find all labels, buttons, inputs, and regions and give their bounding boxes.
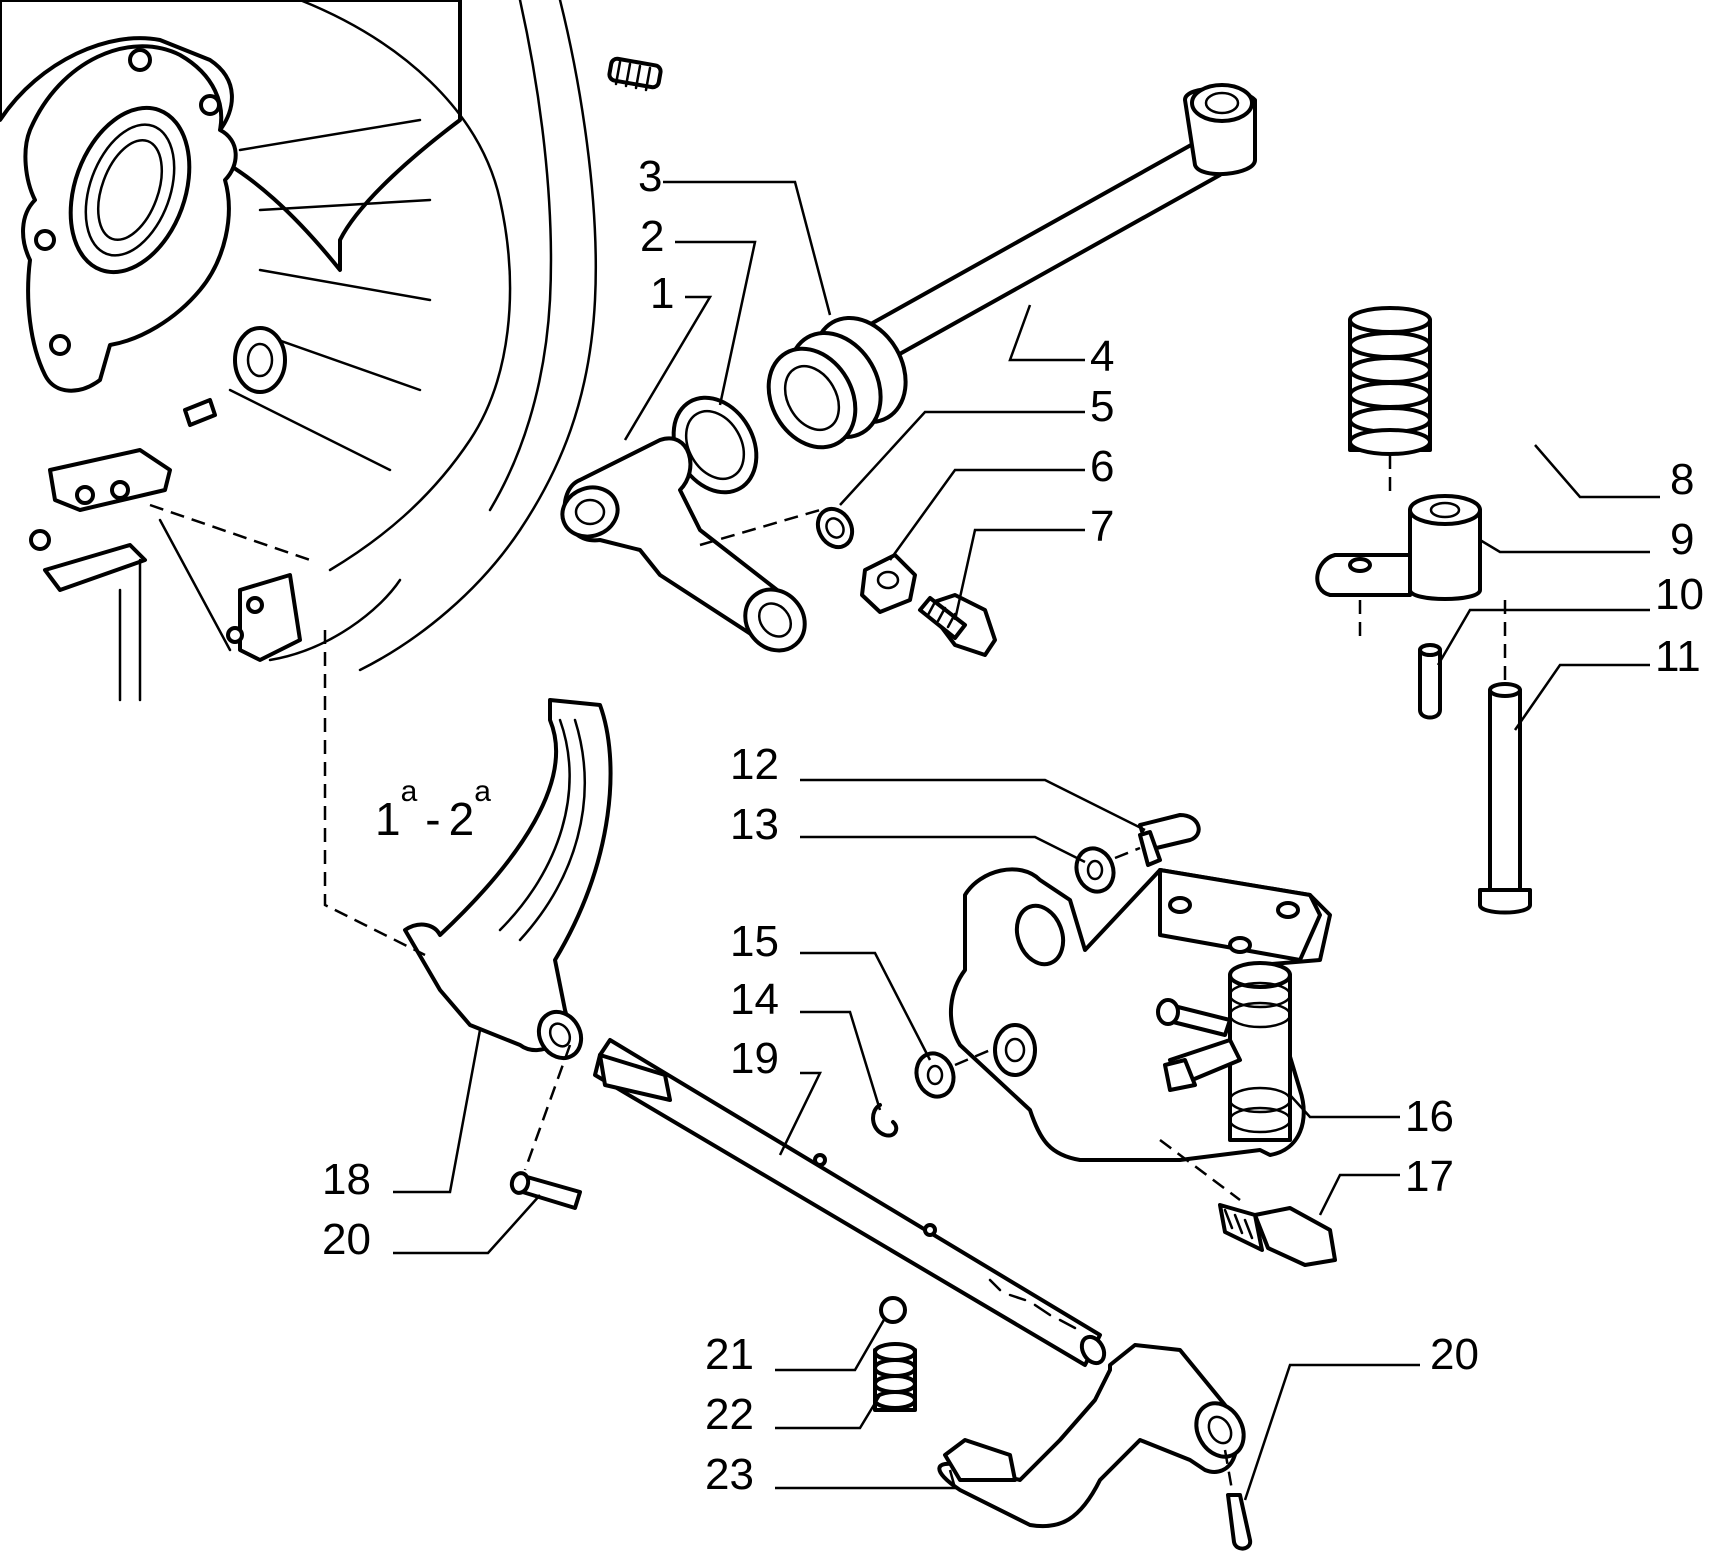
callout-22: 22: [705, 1390, 754, 1439]
callout-10: 10: [1655, 570, 1704, 619]
selector-housing-16: [871, 813, 1337, 1267]
callout-21: 21: [705, 1330, 754, 1379]
callout-6: 6: [1090, 442, 1115, 491]
selector-shaft-assembly: [560, 83, 1257, 657]
callout-12: 12: [730, 740, 779, 789]
callout-23: 23: [705, 1450, 754, 1499]
selector-rail-19: [593, 1038, 1107, 1367]
callout-19: 19: [730, 1034, 779, 1083]
gearbox-housing: [0, 0, 598, 702]
callout-18: 18: [322, 1155, 371, 1204]
leader-lines: [393, 180, 1660, 1501]
spring-stop-assembly: [1315, 306, 1532, 915]
callout-5: 5: [1090, 382, 1115, 431]
callout-17: 17: [1405, 1152, 1454, 1201]
gear-range-label: 1a-2a: [375, 775, 491, 845]
shift-fork-1-2: [149, 503, 613, 1210]
stud-bolt: [607, 56, 663, 92]
shift-fork-23: [937, 1343, 1253, 1551]
callout-7: 7: [1090, 502, 1115, 551]
callout-15: 15: [730, 917, 779, 966]
callout-2: 2: [640, 212, 665, 261]
callout-4: 4: [1090, 332, 1115, 381]
callout-16: 16: [1405, 1092, 1454, 1141]
callout-20-right: 20: [1430, 1330, 1479, 1379]
detent-ball-spring: [873, 1296, 917, 1412]
callout-11: 11: [1655, 632, 1701, 681]
callout-13: 13: [730, 800, 779, 849]
callout-3: 3: [638, 152, 663, 201]
callout-9: 9: [1670, 515, 1695, 564]
callout-1: 1: [650, 269, 675, 318]
callout-20-left: 20: [322, 1215, 371, 1264]
callout-8: 8: [1670, 455, 1695, 504]
callout-14: 14: [730, 975, 779, 1024]
